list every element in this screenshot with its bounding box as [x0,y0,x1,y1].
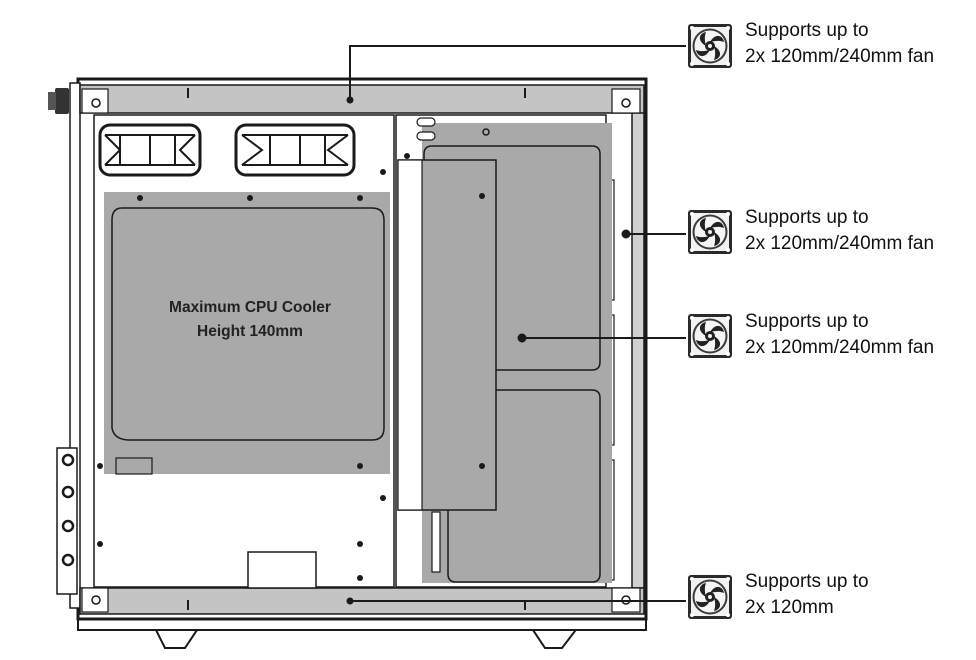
rear-chamber [395,114,612,588]
side-fan-callout: Supports up to 2x 120mm/240mm fan [745,309,934,361]
callout-line2: 2x 120mm/240mm fan [745,233,935,254]
callout-line1: Supports up to [745,207,869,228]
top-fan-callout: Supports up to 2x 120mm/240mm fan [745,18,934,70]
motherboard-tray [56,114,395,595]
fan-icon [688,24,732,68]
fan-icon [688,314,732,358]
callout-line1: Supports up to [745,311,869,332]
cooler-label-line2: Height 140mm [197,323,303,340]
callout-line2: 2x 120mm/240mm fan [745,337,935,358]
cooler-label-line1: Maximum CPU Cooler [169,299,331,316]
callout-line1: Supports up to [745,571,869,592]
callout-line2: 2x 120mm [745,597,834,618]
callout-line2: 2x 120mm/240mm fan [745,46,935,67]
fan-icon [688,210,732,254]
top-panel [79,84,645,114]
callout-lines [349,45,686,602]
bottom-fan-callout: Supports up to 2x 120mm [745,569,869,621]
fan-icon [688,575,732,619]
callout-line1: Supports up to [745,20,869,41]
rear-fan-callout: Supports up to 2x 120mm/240mm fan [745,205,934,257]
cpu-cooler-height-label: Maximum CPU Cooler Height 140mm [130,296,370,344]
